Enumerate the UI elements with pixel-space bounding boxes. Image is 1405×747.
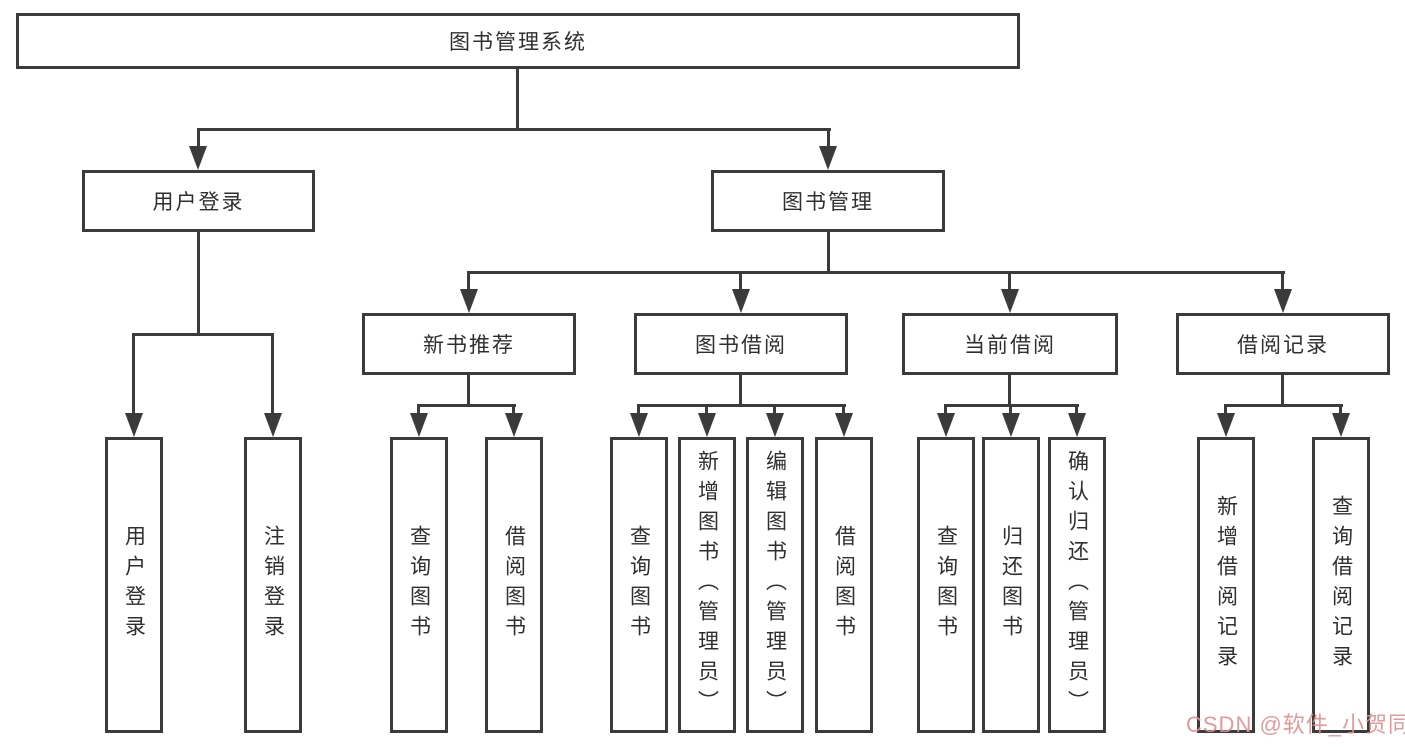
- arrow-down-icon: [264, 413, 282, 437]
- leaf-records-add: 新增借阅记录: [1197, 437, 1255, 733]
- node-user-login-label: 用户登录: [152, 191, 245, 214]
- connector-line: [637, 404, 640, 416]
- arrow-down-icon: [125, 413, 143, 437]
- leaf-borrow-add-admin: 新增图书（管理员）: [678, 437, 736, 733]
- connector-line: [827, 128, 830, 156]
- connector-line: [417, 404, 420, 416]
- arrow-down-icon: [766, 413, 784, 437]
- leaf-logout-label: 注销登录: [261, 525, 285, 645]
- leaf-current-confirm-admin: 确认归还（管理员）: [1048, 437, 1106, 733]
- leaf-current-return-label: 归还图书: [999, 525, 1023, 645]
- connector-line: [705, 404, 708, 416]
- leaf-logout: 注销登录: [244, 437, 302, 733]
- node-borrow-records: 借阅记录: [1176, 313, 1390, 375]
- connector-line: [516, 69, 519, 130]
- arrow-down-icon: [505, 413, 523, 437]
- leaf-borrow-add-admin-label: 新增图书（管理员）: [695, 450, 719, 720]
- leaf-current-confirm-admin-label: 确认归还（管理员）: [1065, 450, 1089, 720]
- arrow-down-icon: [835, 413, 853, 437]
- leaf-records-query: 查询借阅记录: [1312, 437, 1370, 733]
- arrow-down-icon: [410, 413, 428, 437]
- connector-line: [1281, 375, 1284, 407]
- connector-line: [1281, 271, 1284, 293]
- connector-line: [417, 404, 516, 407]
- csdn-watermark: CSDN @软件_小贺同学: [1186, 712, 1405, 737]
- connector-line: [132, 333, 274, 336]
- leaf-borrow-borrow: 借阅图书: [815, 437, 873, 733]
- leaf-borrow-query: 查询图书: [610, 437, 668, 733]
- leaf-newbooks-borrow: 借阅图书: [485, 437, 543, 733]
- connector-line: [944, 404, 947, 416]
- connector-line: [1339, 404, 1342, 416]
- leaf-current-return: 归还图书: [982, 437, 1040, 733]
- connector-line: [1008, 375, 1011, 407]
- arrow-down-icon: [1332, 413, 1350, 437]
- arrow-down-icon: [937, 413, 955, 437]
- connector-line: [512, 404, 515, 416]
- arrow-down-icon: [819, 146, 837, 170]
- connector-line: [1075, 404, 1078, 416]
- connector-line: [1009, 404, 1012, 416]
- leaf-borrow-borrow-label: 借阅图书: [832, 525, 856, 645]
- connector-line: [197, 128, 200, 156]
- node-current-borrow: 当前借阅: [902, 313, 1118, 375]
- arrow-down-icon: [1002, 413, 1020, 437]
- leaf-user-login-label: 用户登录: [122, 525, 146, 645]
- leaf-current-query-label: 查询图书: [934, 525, 958, 645]
- node-new-books-label: 新书推荐: [423, 334, 515, 357]
- node-root-label: 图书管理系统: [449, 31, 587, 54]
- connector-line: [827, 232, 830, 274]
- node-book-mgmt: 图书管理: [711, 170, 945, 232]
- leaf-newbooks-query-label: 查询图书: [407, 525, 431, 645]
- leaf-current-query: 查询图书: [917, 437, 975, 733]
- connector-line: [1224, 404, 1343, 407]
- node-current-borrow-label: 当前借阅: [964, 334, 1056, 357]
- leaf-newbooks-query: 查询图书: [390, 437, 448, 733]
- connector-line: [1224, 404, 1227, 416]
- arrow-down-icon: [460, 289, 478, 313]
- arrow-down-icon: [1274, 289, 1292, 313]
- leaf-borrow-edit-admin-label: 编辑图书（管理员）: [763, 450, 787, 720]
- connector-line: [467, 271, 470, 293]
- connector-line: [132, 333, 135, 419]
- node-user-login: 用户登录: [82, 170, 315, 232]
- connector-line: [739, 271, 742, 293]
- arrow-down-icon: [1217, 413, 1235, 437]
- leaf-newbooks-borrow-label: 借阅图书: [502, 525, 526, 645]
- connector-line: [468, 271, 1285, 274]
- connector-line: [1008, 271, 1011, 293]
- leaf-user-login: 用户登录: [105, 437, 163, 733]
- leaf-records-query-label: 查询借阅记录: [1329, 495, 1353, 675]
- connector-line: [467, 375, 470, 407]
- node-new-books: 新书推荐: [362, 313, 576, 375]
- arrow-down-icon: [1068, 413, 1086, 437]
- connector-line: [197, 128, 831, 131]
- arrow-down-icon: [732, 289, 750, 313]
- connector-line: [271, 333, 274, 419]
- connector-line: [637, 404, 846, 407]
- arrow-down-icon: [630, 413, 648, 437]
- connector-line: [197, 232, 200, 336]
- arrow-down-icon: [698, 413, 716, 437]
- connector-line: [842, 404, 845, 416]
- node-root: 图书管理系统: [16, 13, 1020, 69]
- arrow-down-icon: [1001, 289, 1019, 313]
- leaf-records-add-label: 新增借阅记录: [1214, 495, 1238, 675]
- node-book-borrow: 图书借阅: [634, 313, 848, 375]
- connector-line: [739, 375, 742, 407]
- node-book-borrow-label: 图书借阅: [695, 334, 787, 357]
- leaf-borrow-edit-admin: 编辑图书（管理员）: [746, 437, 804, 733]
- leaf-borrow-query-label: 查询图书: [627, 525, 651, 645]
- node-book-mgmt-label: 图书管理: [782, 191, 874, 214]
- node-borrow-records-label: 借阅记录: [1237, 334, 1329, 357]
- connector-line: [773, 404, 776, 416]
- arrow-down-icon: [189, 146, 207, 170]
